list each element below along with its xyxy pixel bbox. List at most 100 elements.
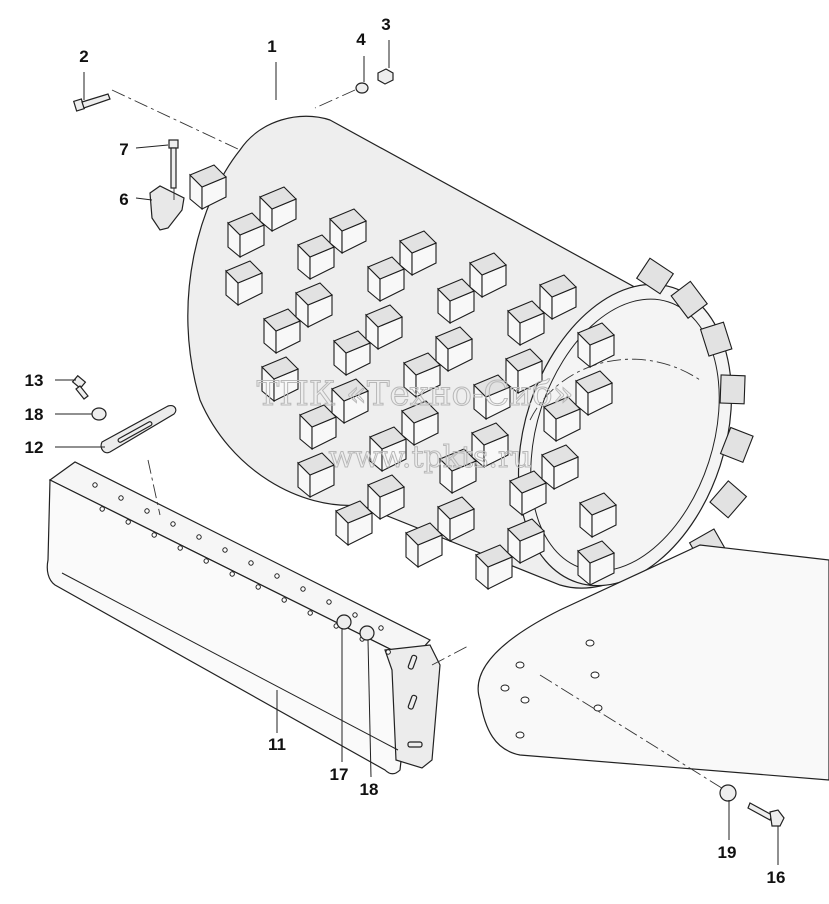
padfoot-tooth — [189, 164, 227, 211]
scraper-mounting-holes — [92, 482, 391, 655]
scraper-hole — [326, 599, 332, 605]
padfoot-tooth — [507, 300, 545, 347]
bolt-16 — [747, 802, 785, 827]
padfoot-tooth-top — [403, 352, 441, 376]
padfoot-tooth — [577, 540, 615, 587]
callout-6: 6 — [119, 190, 128, 209]
washer-19 — [719, 784, 737, 802]
padfoot-tooth — [437, 278, 475, 325]
padfoot-tooth — [261, 356, 299, 403]
washer-4 — [355, 82, 369, 94]
padfoot-tooth — [577, 322, 615, 369]
padfoot-tooth — [297, 452, 335, 499]
scraper-bar-face — [46, 479, 413, 775]
padfoot-tooth — [401, 400, 439, 447]
washer-18-top — [91, 407, 107, 421]
padfoot-tooth-top — [471, 422, 509, 446]
padfoot-tooth — [259, 186, 297, 233]
scraper-hole — [385, 649, 391, 655]
scraper-hole — [151, 532, 157, 538]
padfoot-drum — [187, 115, 754, 613]
frame-hole — [515, 731, 525, 739]
padfoot-tooth — [225, 260, 263, 307]
padfoot-tooth-top — [575, 370, 613, 394]
padfoot-tooth-top — [295, 282, 333, 306]
end-face-tooth — [709, 480, 748, 519]
clamp-plate-slot — [117, 421, 153, 443]
callout-12: 12 — [25, 438, 44, 457]
padfoot-tooth-top — [577, 322, 615, 346]
padfoot-tooth-top — [227, 212, 265, 236]
padfoot-tooth-top — [577, 540, 615, 564]
scraper-hole — [92, 482, 98, 488]
leader-lines — [55, 40, 779, 865]
nut-3 — [377, 68, 394, 85]
bolt-7-head — [168, 139, 179, 149]
padfoot-tooth-top — [473, 374, 511, 398]
bolt-13 — [71, 374, 89, 400]
padfoot-tooth-top — [507, 300, 545, 324]
padfoot-tooth-top — [259, 186, 297, 210]
frame-hole — [520, 696, 530, 704]
padfoot-tooth — [365, 304, 403, 351]
scraper-hole — [248, 560, 254, 566]
padfoot-tooth-top — [469, 252, 507, 276]
padfoot-tooth-top — [435, 326, 473, 350]
padfoot-tooth-top — [539, 274, 577, 298]
padfoot-tooth — [367, 256, 405, 303]
padfoot-tooth-top — [189, 164, 227, 188]
callout-18: 18 — [25, 405, 44, 424]
padfoot-tooth — [367, 474, 405, 521]
scraper-hole — [378, 625, 384, 631]
scraper-hole — [125, 519, 131, 525]
padfoot-tooth-top — [297, 234, 335, 258]
padfoot-tooth-top — [367, 256, 405, 280]
frame-hole — [593, 704, 603, 712]
alignment-line-19 — [539, 674, 726, 791]
side-frame-holes — [500, 639, 603, 739]
padfoot-tooth — [299, 404, 337, 451]
side-frame-plate — [477, 544, 829, 781]
frame-hole — [500, 684, 510, 692]
padfoot-teeth — [189, 164, 754, 613]
padfoot-tooth — [471, 422, 509, 469]
padfoot-tooth-top — [505, 348, 543, 372]
padfoot-tooth-top — [263, 308, 301, 332]
bolt-2-shank — [81, 93, 111, 109]
scraper-hole — [196, 534, 202, 540]
padfoot-tooth — [405, 522, 443, 569]
bolt-13-head — [71, 374, 87, 390]
padfoot-tooth — [331, 378, 369, 425]
scraper-hole — [281, 597, 287, 603]
callout-19: 19 — [718, 843, 737, 862]
scraper-hole — [118, 495, 124, 501]
scraper-hole — [177, 545, 183, 551]
scraper-hole — [170, 521, 176, 527]
padfoot-tooth — [263, 308, 301, 355]
padfoot-tooth — [399, 230, 437, 277]
padfoot-tooth-top — [405, 522, 443, 546]
callout-2: 2 — [79, 47, 88, 66]
scraper-hole — [307, 610, 313, 616]
callout-16: 16 — [767, 868, 786, 887]
padfoot-tooth — [507, 518, 545, 565]
nut-17 — [336, 614, 352, 630]
scraper-hole — [144, 508, 150, 514]
padfoot-tooth — [403, 352, 441, 399]
callout-3: 3 — [381, 15, 390, 34]
padfoot-tooth — [509, 470, 547, 517]
padfoot-tooth-top — [365, 304, 403, 328]
bolt-13-shank — [75, 385, 89, 400]
scraper-hole — [274, 573, 280, 579]
padfoot-tooth — [543, 396, 581, 443]
callout-13: 13 — [25, 371, 44, 390]
end-face-tooth — [635, 257, 675, 295]
padfoot-tooth-top — [437, 278, 475, 302]
padfoot-tooth — [579, 492, 617, 539]
washer-18-bottom — [359, 625, 375, 641]
bolt-2 — [72, 93, 111, 112]
callout-4: 4 — [356, 30, 366, 49]
padfoot-tooth-top — [439, 448, 477, 472]
